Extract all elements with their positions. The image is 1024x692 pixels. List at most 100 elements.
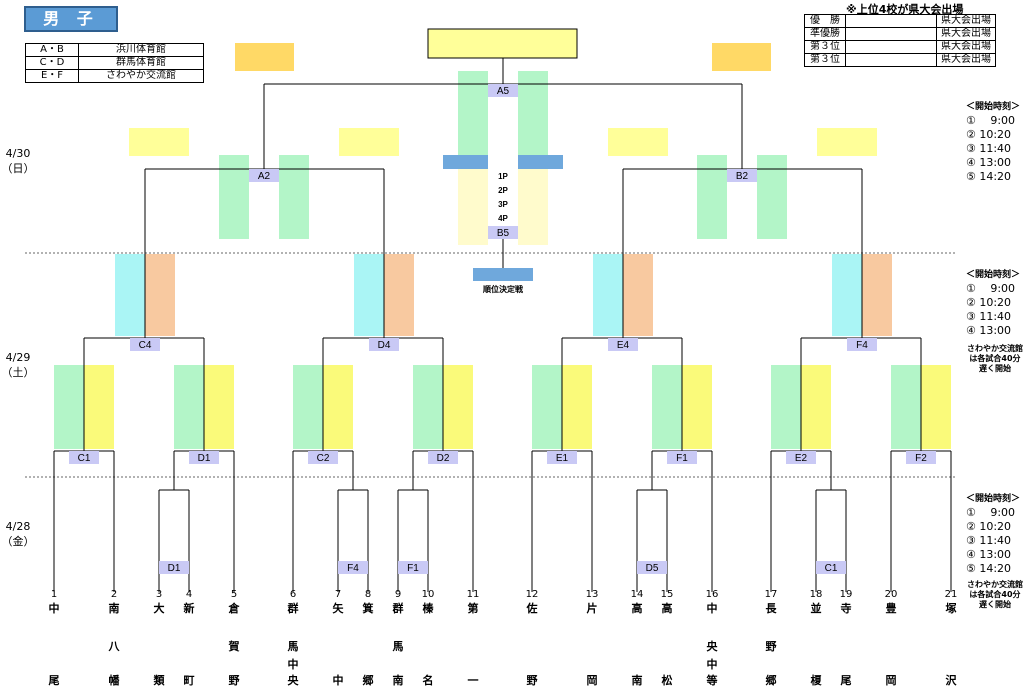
team-number: 6 bbox=[289, 589, 297, 600]
time-slot: ④ 13:00 bbox=[966, 324, 1012, 337]
team-number: 14 bbox=[630, 589, 644, 600]
weekday-label: （金） bbox=[1, 535, 35, 548]
team-number: 15 bbox=[660, 589, 674, 600]
time-slot: ④ 13:00 bbox=[966, 156, 1012, 169]
note-box bbox=[129, 128, 189, 156]
match-label-d4: D4 bbox=[378, 340, 391, 351]
team-number: 18 bbox=[809, 589, 823, 600]
team-number: 7 bbox=[334, 589, 342, 600]
match-label-r1: C1 bbox=[825, 563, 838, 574]
team-name-char: 中 bbox=[706, 602, 718, 615]
results-row: 第３位県大会出場 bbox=[804, 53, 996, 67]
team-name-char: 野 bbox=[526, 674, 538, 687]
team-name-char: 箕 bbox=[362, 602, 374, 615]
match-tint bbox=[458, 71, 488, 155]
team-name-char: 馬 bbox=[287, 640, 299, 653]
date-label: 4/30 bbox=[5, 147, 31, 160]
team-number: 20 bbox=[884, 589, 898, 600]
sawayaka-note: は各試合40分 bbox=[969, 590, 1021, 599]
note-box bbox=[608, 128, 668, 156]
team-name-char: 八 bbox=[108, 640, 120, 653]
team-name-char: 松 bbox=[661, 674, 673, 687]
start-times-label: ＜開始時刻＞ bbox=[966, 270, 1021, 280]
venue-code: E・F bbox=[25, 69, 79, 83]
start-times-430: ＜開始時刻＞ ① 9:00 ② 10:20 ③ 11:40 ④ 13:00 ⑤ … bbox=[966, 100, 1024, 184]
match-label-c1: C1 bbox=[78, 453, 91, 464]
team-name-char: 尾 bbox=[48, 674, 60, 687]
team-name-char: 中 bbox=[287, 658, 299, 671]
team-number: 9 bbox=[394, 589, 402, 600]
team-number: 5 bbox=[230, 589, 238, 600]
results-row: 準優勝県大会出場 bbox=[804, 27, 996, 41]
time-slot: ② 10:20 bbox=[966, 128, 1012, 141]
team-name-char: 郷 bbox=[362, 674, 374, 687]
bracket-lines bbox=[53, 58, 952, 592]
team-name-char: 長 bbox=[765, 602, 777, 615]
sawayaka-note: は各試合40分 bbox=[969, 354, 1021, 363]
match-bar bbox=[443, 155, 488, 169]
team-name-char: 中 bbox=[48, 602, 60, 615]
team-name-char: 群 bbox=[392, 602, 404, 615]
team-name-char: 南 bbox=[631, 674, 643, 687]
team-number: 11 bbox=[466, 589, 480, 600]
team-number: 17 bbox=[764, 589, 778, 600]
match-label-d2: D2 bbox=[437, 453, 450, 464]
team-number: 12 bbox=[525, 589, 539, 600]
qualify-note: ※上位4校が県大会出場 bbox=[846, 3, 964, 16]
placement-label: 順位決定戦 bbox=[483, 284, 524, 294]
side-box bbox=[235, 43, 294, 71]
team-name-char: 大 bbox=[153, 602, 165, 615]
team-name-char: 中 bbox=[706, 658, 718, 671]
time-slot: ④ 13:00 bbox=[966, 548, 1012, 561]
period-label: 2P bbox=[498, 186, 508, 195]
round2-tints bbox=[54, 365, 951, 449]
team-name-char: 南 bbox=[392, 674, 404, 687]
date-429: 4/29 （土） bbox=[0, 350, 36, 380]
team-number: 16 bbox=[705, 589, 719, 600]
date-428: 4/28 （金） bbox=[0, 519, 36, 549]
results-row: 第３位県大会出場 bbox=[804, 40, 996, 54]
bracket-title: 男 子 bbox=[24, 6, 118, 32]
start-times-428: ＜開始時刻＞ ① 9:00 ② 10:20 ③ 11:40 ④ 13:00 ⑤ … bbox=[966, 492, 1024, 610]
team-name-char: 片 bbox=[586, 602, 598, 615]
time-slot: ② 10:20 bbox=[966, 520, 1012, 533]
team-number: 2 bbox=[110, 589, 118, 600]
team-name-char: 高 bbox=[661, 602, 673, 615]
match-label-b2: B2 bbox=[736, 171, 749, 182]
match-label-f4: F4 bbox=[856, 340, 868, 351]
period-label: 3P bbox=[498, 200, 508, 209]
venue-name: さわやか交流館 bbox=[78, 69, 204, 83]
note-box bbox=[339, 128, 399, 156]
match-label-bgs bbox=[69, 84, 936, 574]
match-label-a5: A5 bbox=[497, 86, 510, 97]
team-name-char: 賀 bbox=[228, 640, 240, 653]
time-slot: ① 9:00 bbox=[966, 282, 1016, 295]
team-name-char: 類 bbox=[153, 674, 165, 687]
champion-box bbox=[427, 28, 578, 59]
time-slot: ① 9:00 bbox=[966, 114, 1016, 127]
rank-note: 県大会出場 bbox=[936, 53, 996, 67]
team-name-char: 等 bbox=[706, 674, 718, 687]
team-name-char: 榛 bbox=[422, 602, 434, 615]
date-label: 4/28 bbox=[5, 520, 31, 533]
weekday-label: （土） bbox=[1, 366, 35, 379]
match-label-f2: F2 bbox=[915, 453, 927, 464]
time-slot: ③ 11:40 bbox=[966, 534, 1012, 547]
team-name-char: 豊 bbox=[885, 602, 897, 615]
match-label-c2: C2 bbox=[317, 453, 330, 464]
team-number: 8 bbox=[364, 589, 372, 600]
team-name-char: 岡 bbox=[885, 674, 897, 687]
team-name-char: 野 bbox=[228, 674, 240, 687]
team-number: 13 bbox=[585, 589, 599, 600]
sawayaka-note: 遅く開始 bbox=[979, 364, 1011, 373]
match-label-r1: D5 bbox=[646, 563, 659, 574]
time-slot: ③ 11:40 bbox=[966, 142, 1012, 155]
team-name-char: 矢 bbox=[332, 602, 344, 615]
match-bar bbox=[518, 155, 563, 169]
time-slot: ⑤ 14:20 bbox=[966, 562, 1012, 575]
weekday-label: （日） bbox=[1, 162, 35, 175]
sawayaka-note: 遅く開始 bbox=[979, 600, 1011, 609]
